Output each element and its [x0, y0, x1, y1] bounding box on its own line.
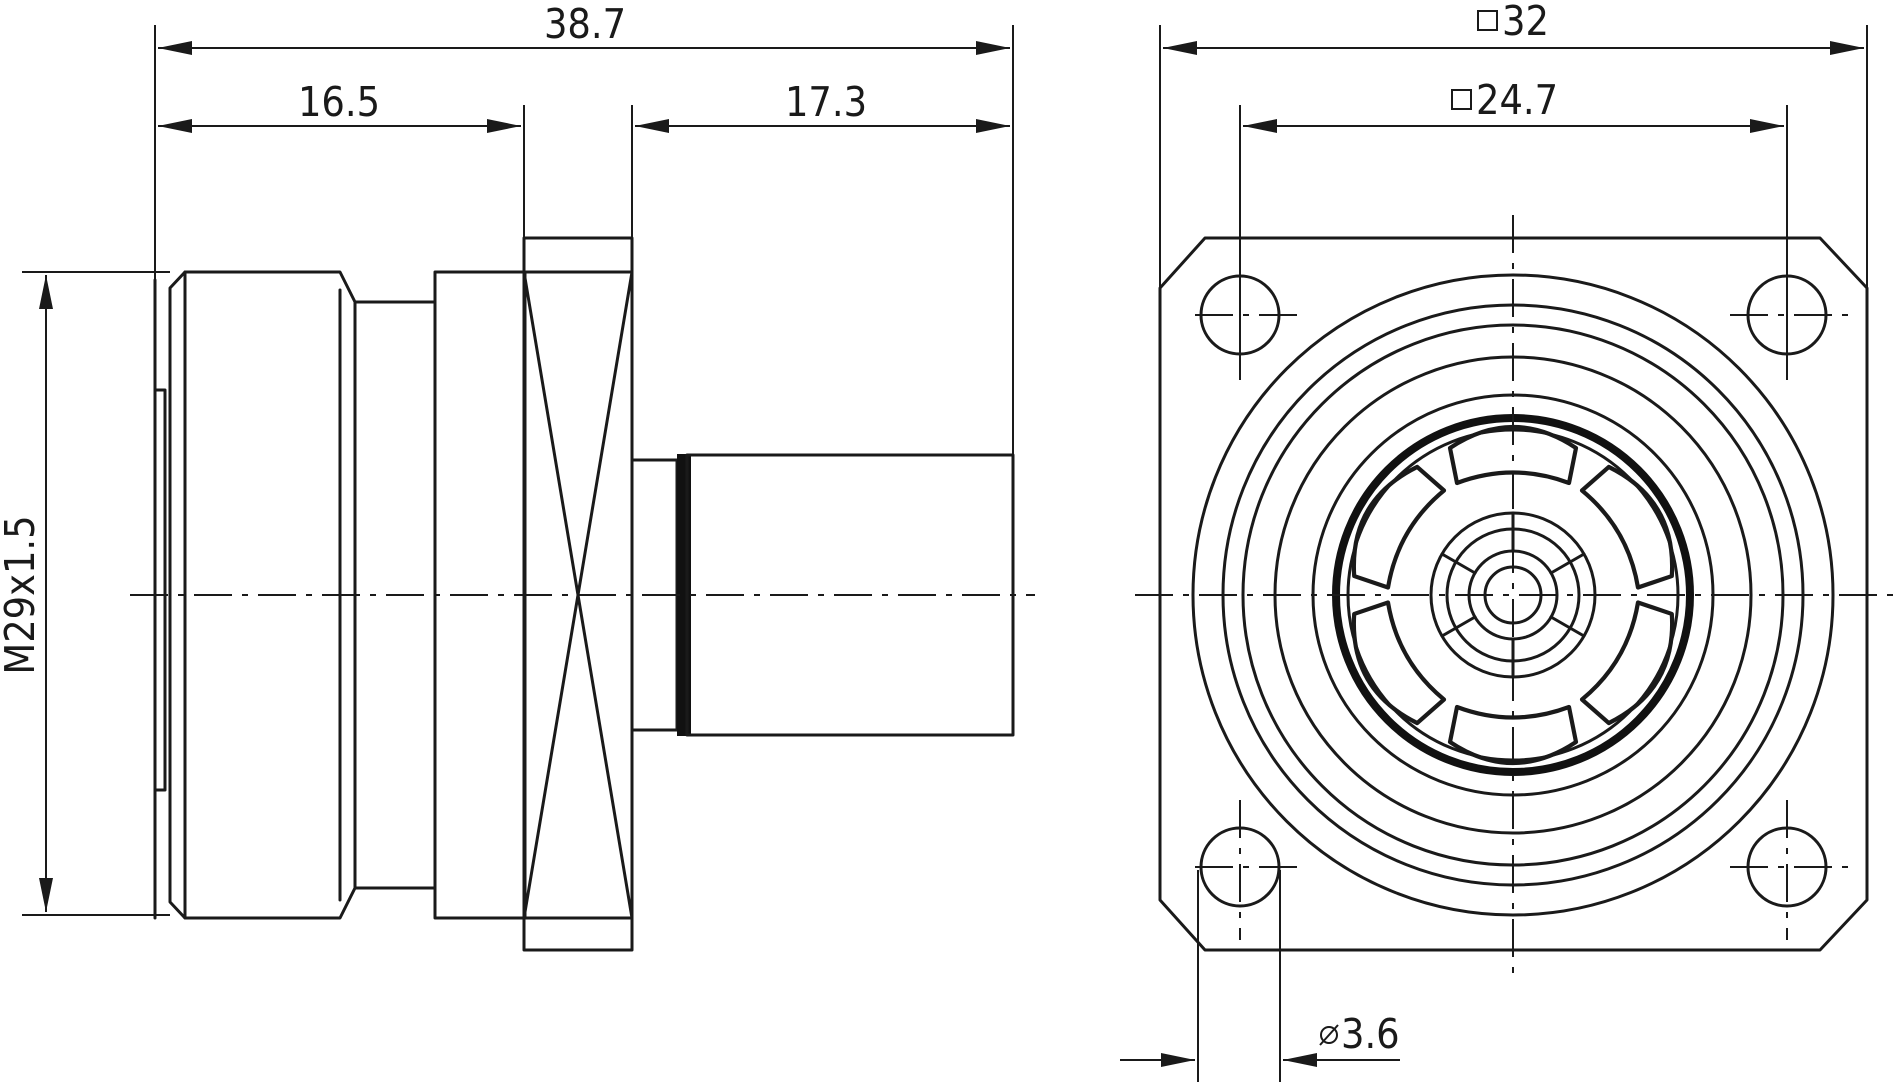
front-view: 32 24.7 3.6: [1120, 0, 1897, 1082]
dielectric-windows: [1351, 424, 1675, 766]
hole-spacing-label: 24.7: [1476, 76, 1558, 124]
mounting-hole: [1195, 800, 1305, 940]
dimension-overall-length: 38.7: [154, 0, 1014, 730]
flange-plate: [1158, 236, 1869, 952]
mounting-hole: [1730, 800, 1855, 940]
flange-square-label: 32: [1502, 0, 1549, 45]
mounting-hole: [1195, 235, 1305, 380]
dimension-front-length: 16.5: [158, 78, 525, 238]
thread-label: M29x1.5: [0, 515, 44, 674]
diameter-symbol-icon: [1319, 1024, 1339, 1046]
hole-diameter-label: 3.6: [1341, 1010, 1400, 1058]
dimension-flange-square: 32: [1159, 0, 1868, 295]
overall-length-label: 38.7: [544, 0, 626, 48]
dimension-hole-spacing: 24.7: [1239, 76, 1788, 380]
rear-length-label: 17.3: [785, 78, 867, 126]
dimension-hole-diameter: 3.6: [1120, 870, 1400, 1082]
dimension-thread: M29x1.5: [0, 271, 170, 916]
mounting-holes: [1195, 235, 1855, 940]
square-symbol-icon: [1477, 10, 1498, 31]
dimension-rear-length: 17.3: [631, 78, 1010, 238]
front-length-label: 16.5: [298, 78, 380, 126]
mounting-hole: [1730, 235, 1855, 380]
square-symbol-icon: [1451, 89, 1472, 110]
side-view: 38.7 16.5 17.3 M29x1.5: [0, 0, 1035, 952]
